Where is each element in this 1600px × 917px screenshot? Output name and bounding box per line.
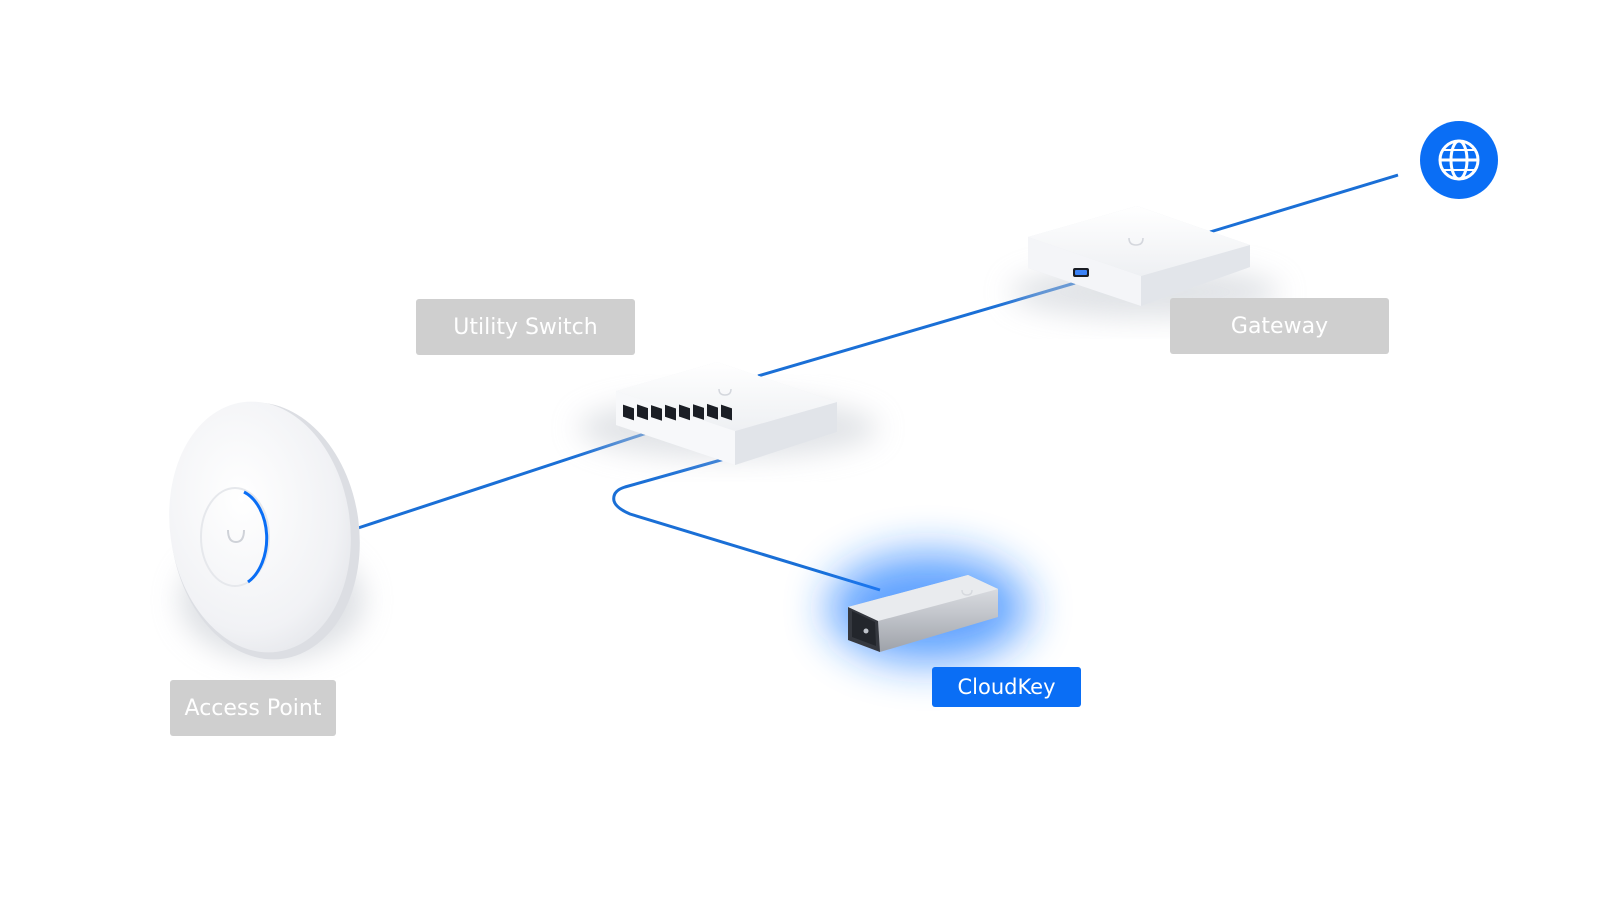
link-internet-gateway [1209, 173, 1399, 234]
switch-device-icon [578, 362, 878, 465]
gateway-label: Gateway [1170, 298, 1389, 354]
utility-switch-label: Utility Switch [416, 299, 635, 355]
cloudkey-device-icon [828, 553, 1028, 663]
cloudkey-label: CloudKey [932, 667, 1081, 707]
link-switch-access-point [351, 430, 651, 532]
internet-node [1420, 121, 1498, 199]
globe-icon [1438, 139, 1480, 181]
switch-ports [623, 403, 732, 421]
access-point-device-icon [169, 401, 364, 660]
link-switch-cloudkey [612, 456, 881, 592]
access-point-label: Access Point [170, 680, 336, 736]
